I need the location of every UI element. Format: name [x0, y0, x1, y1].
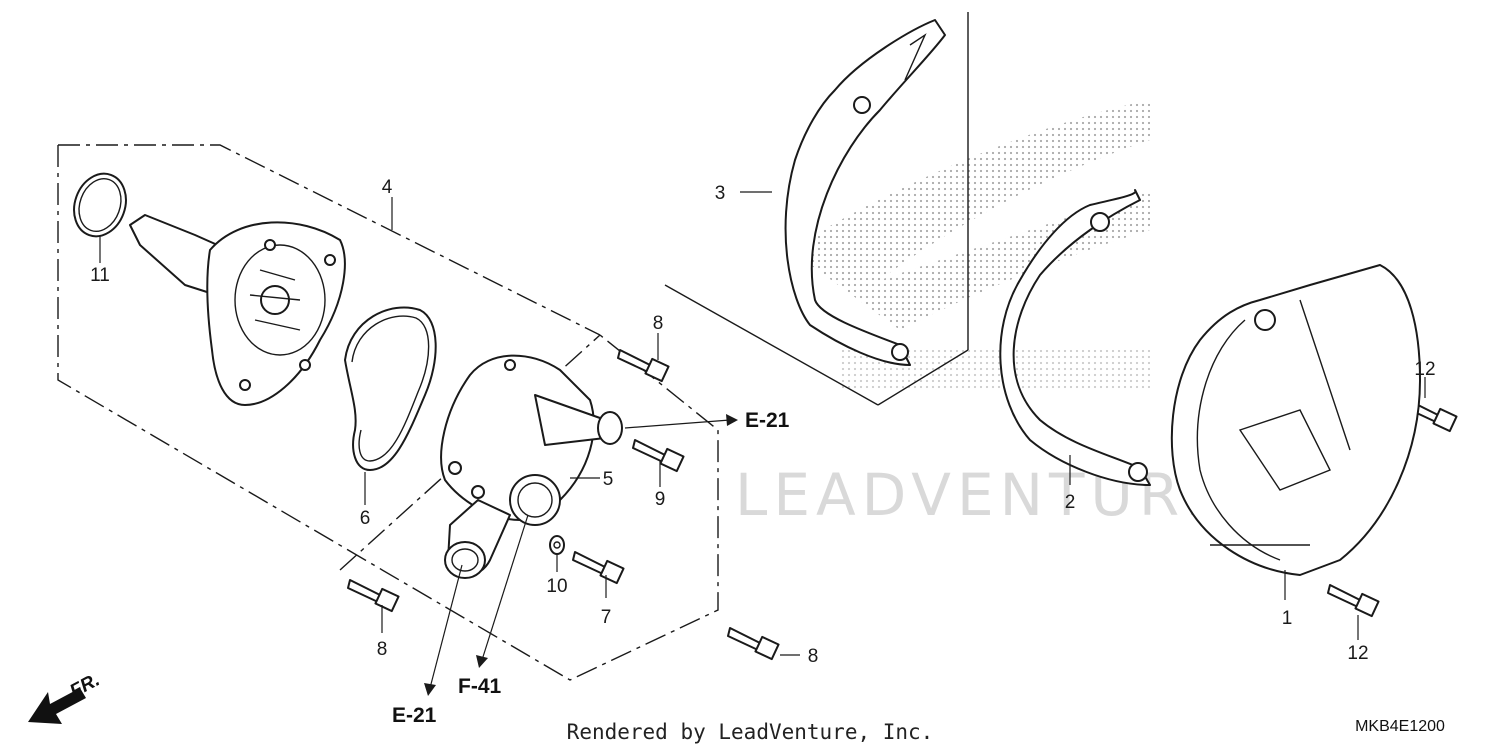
- callout-6: 6: [360, 508, 371, 529]
- callout-12-lower: 12: [1347, 643, 1368, 664]
- bolt-part-8-right: [727, 627, 780, 661]
- bolt-part-7: [572, 551, 625, 585]
- callout-9: 9: [655, 489, 666, 510]
- callout-12-upper: 12: [1414, 359, 1435, 380]
- pump-cover-part-5: [440, 354, 623, 579]
- watermark-text: LEADVENTURE: [735, 461, 1228, 529]
- leader-lines: [99, 191, 1426, 696]
- o-ring-part-11: [73, 172, 127, 238]
- cover-gasket-part-2: [999, 189, 1151, 486]
- bolt-part-8-upper: [617, 349, 670, 383]
- callout-10: 10: [546, 576, 567, 597]
- callout-1: 1: [1282, 608, 1293, 629]
- callout-5: 5: [603, 469, 614, 490]
- callout-3: 3: [715, 183, 726, 204]
- footer-credit: Rendered by LeadVenture, Inc.: [567, 720, 934, 744]
- callout-7: 7: [601, 607, 612, 628]
- diagram-code: MKB4E1200: [1355, 718, 1445, 735]
- assembly-outline-center: [664, 12, 969, 406]
- bolt-part-12-lower: [1327, 584, 1380, 618]
- callout-8-upper: 8: [653, 313, 664, 334]
- bolt-part-9: [632, 439, 685, 473]
- reference-e21-bottom: E-21: [392, 704, 437, 727]
- callout-8-left: 8: [377, 639, 388, 660]
- callout-2: 2: [1065, 492, 1076, 513]
- assembly-outline-left: [57, 144, 719, 681]
- washer-part-10: [549, 535, 565, 555]
- callout-11: 11: [90, 265, 110, 286]
- bolt-part-8-left: [347, 579, 400, 613]
- callout-8-right: 8: [808, 646, 819, 667]
- reference-f41: F-41: [458, 675, 502, 698]
- callout-4: 4: [382, 177, 393, 198]
- water-pump-body-part-4: [129, 214, 346, 406]
- reference-e21-right: E-21: [745, 409, 790, 432]
- front-direction-arrow: [28, 688, 86, 724]
- outer-cover-part-1: [1170, 264, 1421, 576]
- bracket-part-3: [784, 19, 946, 366]
- gasket-part-6: [344, 306, 437, 471]
- brand-watermark-logo: [790, 100, 1150, 390]
